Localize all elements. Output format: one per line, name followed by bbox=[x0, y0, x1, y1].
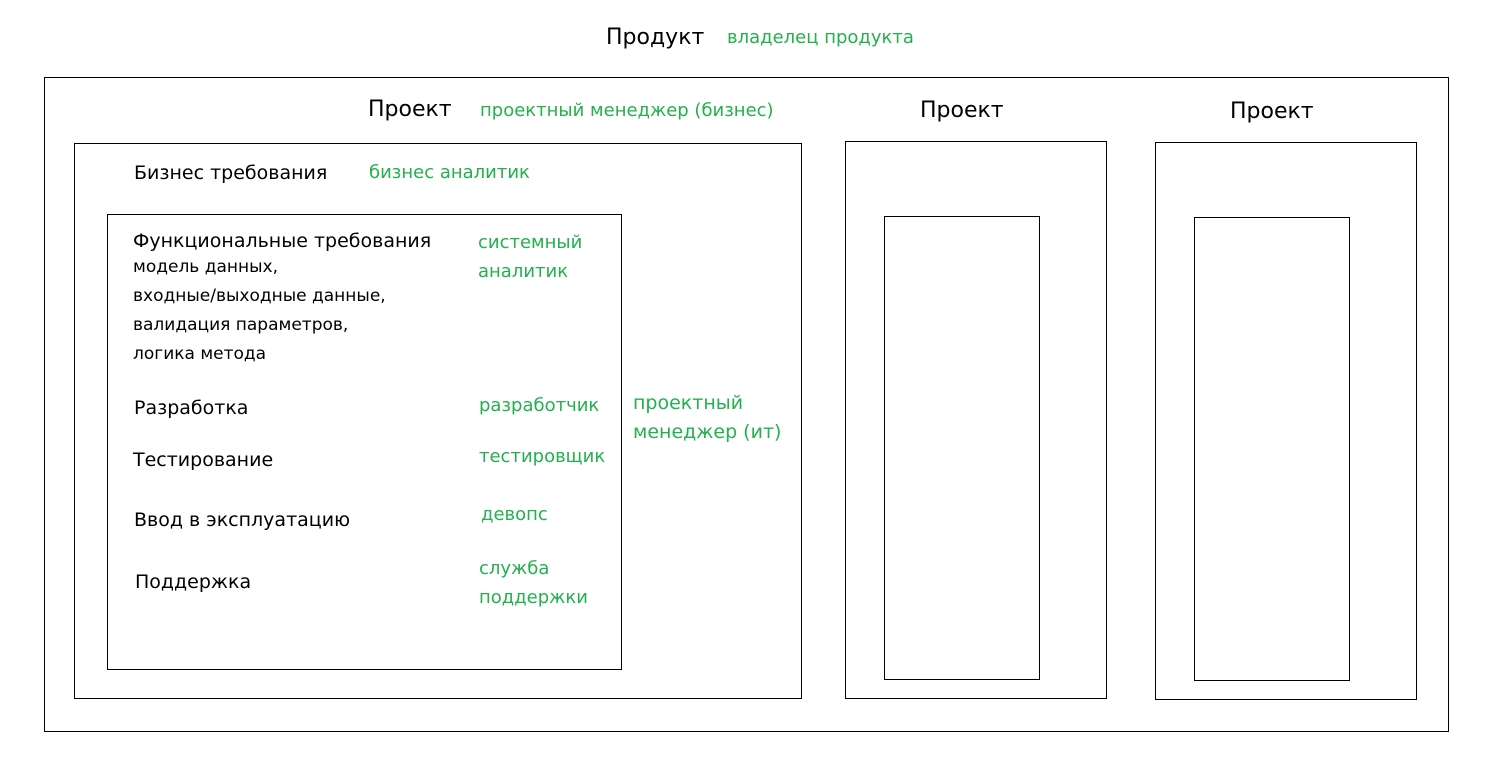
product-title: Продукт bbox=[606, 25, 705, 50]
functional-detail-2: входные/выходные данные, bbox=[133, 286, 386, 306]
it-project-manager-line-2: менеджер (ит) bbox=[633, 421, 782, 443]
product-box bbox=[44, 77, 1449, 732]
system-analyst-line-1: системный bbox=[478, 232, 583, 253]
business-analyst-role: бизнес аналитик bbox=[369, 162, 530, 183]
functional-detail-1: модель данных, bbox=[133, 257, 279, 277]
stage-support-title: Поддержка bbox=[135, 571, 252, 593]
functional-requirements-title: Функциональные требования bbox=[133, 230, 432, 252]
project-2-title: Проект bbox=[920, 98, 1004, 123]
developer-role: разработчик bbox=[479, 395, 600, 416]
system-analyst-line-2: аналитик bbox=[478, 261, 569, 282]
project-3-inner-box bbox=[1194, 217, 1350, 681]
stage-testing-title: Тестирование bbox=[133, 449, 274, 471]
support-service-line-2: поддержки bbox=[479, 587, 588, 608]
project-3-title: Проект bbox=[1230, 99, 1314, 124]
project-1-manager-role: проектный менеджер (бизнес) bbox=[480, 100, 774, 121]
functional-detail-3: валидация параметров, bbox=[133, 315, 349, 335]
project-1-title: Проект bbox=[368, 97, 452, 122]
devops-role: девопс bbox=[481, 504, 548, 525]
functional-detail-4: логика метода bbox=[133, 344, 267, 364]
project-1-box bbox=[74, 143, 802, 699]
functional-requirements-box bbox=[107, 214, 622, 670]
support-service-line-1: служба bbox=[479, 558, 550, 579]
system-analyst-role: системный аналитик bbox=[478, 228, 582, 286]
stage-development-title: Разработка bbox=[134, 397, 249, 419]
it-project-manager-line-1: проектный bbox=[633, 392, 744, 414]
stage-deployment-title: Ввод в эксплуатацию bbox=[134, 509, 351, 531]
tester-role: тестировщик bbox=[479, 446, 606, 467]
project-3-box bbox=[1155, 142, 1417, 700]
functional-requirements-block: Функциональные требования модель данных,… bbox=[133, 229, 431, 369]
project-2-box bbox=[845, 141, 1107, 699]
project-2-inner-box bbox=[884, 216, 1040, 680]
it-project-manager-role: проектный менеджер (ит) bbox=[633, 389, 781, 447]
product-owner-role: владелец продукта bbox=[727, 27, 914, 48]
business-requirements-title: Бизнес требования bbox=[134, 162, 328, 184]
support-service-role: служба поддержки bbox=[479, 554, 588, 612]
